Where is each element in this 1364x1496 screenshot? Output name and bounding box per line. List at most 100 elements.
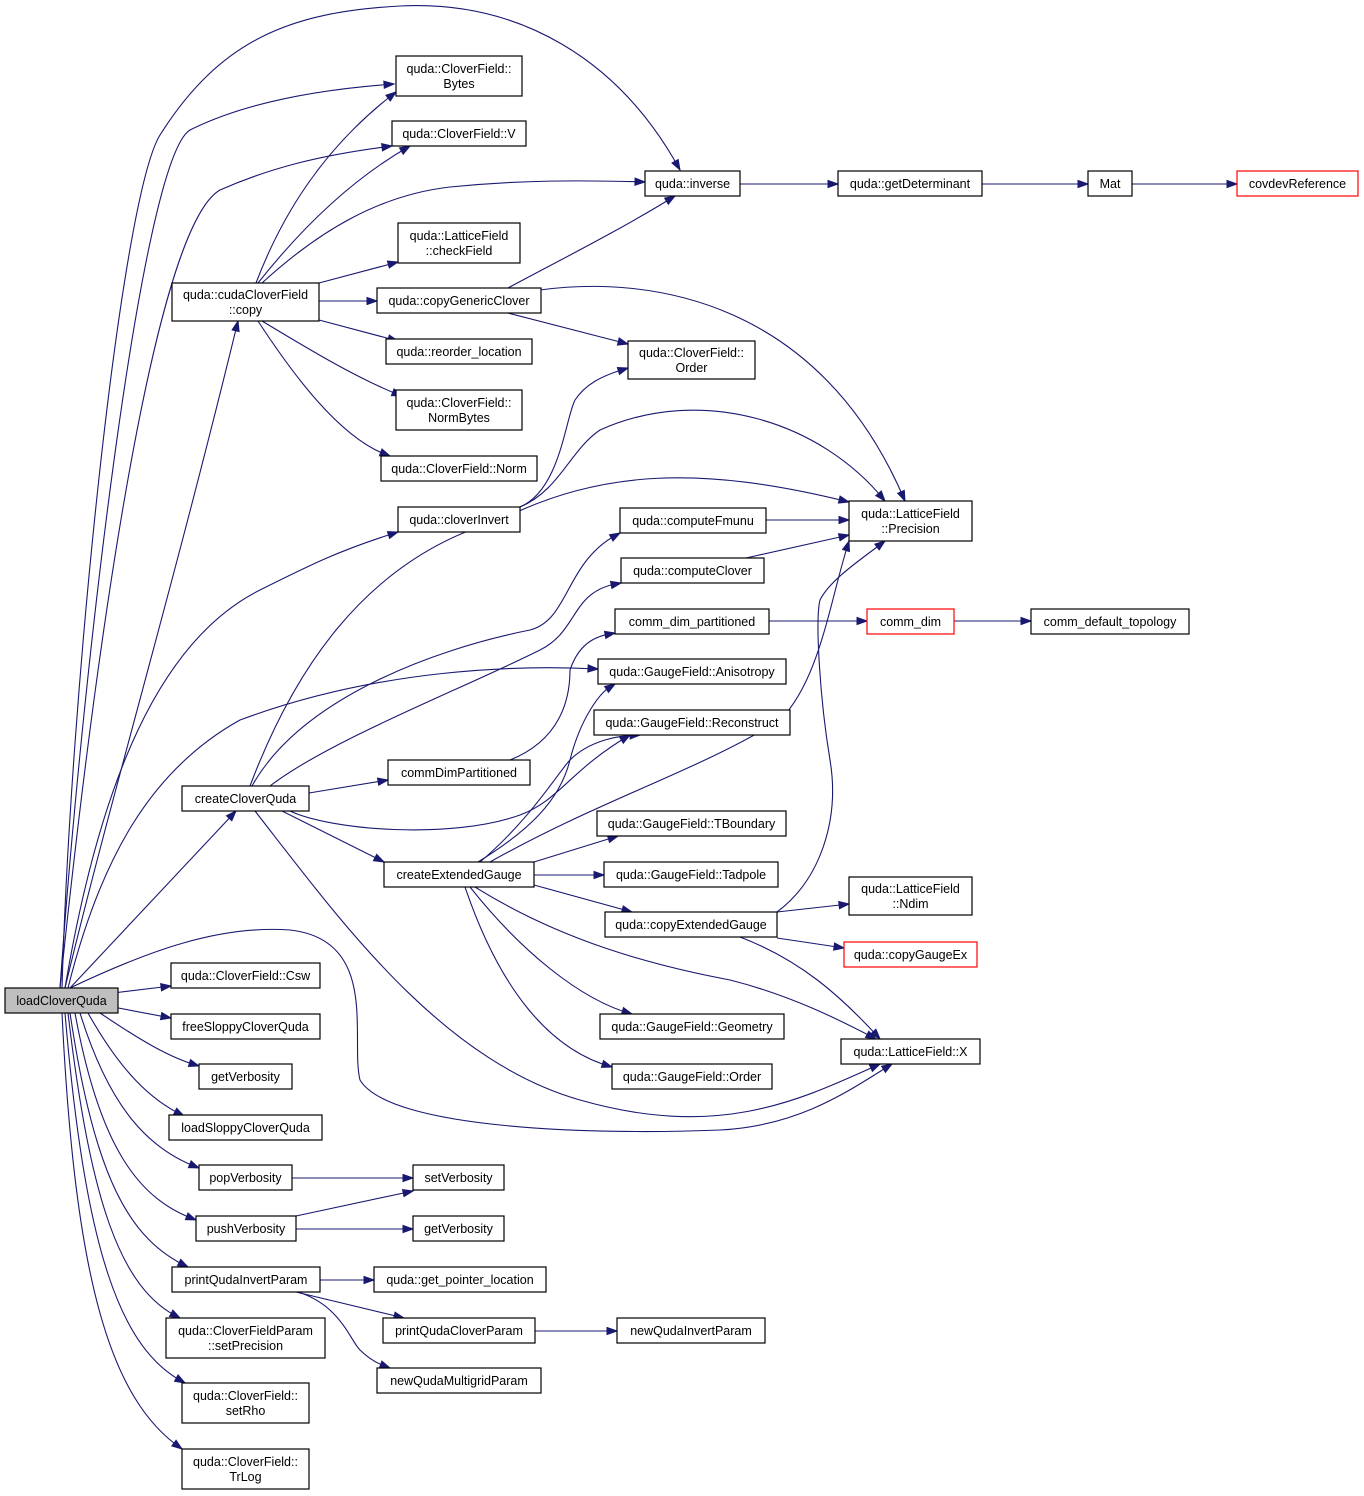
node-inverse[interactable]: quda::inverse (644, 170, 741, 197)
node-newMultigrid[interactable]: newQudaMultigridParam (376, 1367, 542, 1394)
node-cloverInvert[interactable]: quda::cloverInvert (397, 506, 521, 533)
arrowhead-icon (159, 1011, 173, 1021)
node-box (397, 222, 521, 264)
node-box (195, 1215, 297, 1242)
arrowhead-icon (402, 1224, 415, 1234)
node-copyGenericClover[interactable]: quda::copyGenericClover (376, 287, 542, 314)
edge-createExtendedGauge-to-reconstruct (479, 731, 642, 863)
node-printInvert[interactable]: printQudaInvertParam (171, 1266, 321, 1293)
node-label: quda::CloverField:: (407, 396, 512, 410)
node-commDefaultTopology[interactable]: comm_default_topology (1030, 608, 1190, 635)
node-label: covdevReference (1249, 177, 1346, 191)
node-loadCloverQuda: loadCloverQuda (4, 987, 119, 1014)
node-precision[interactable]: quda::LatticeField::Precision (848, 500, 973, 542)
node-copyExtendedGauge[interactable]: quda::copyExtendedGauge (604, 911, 778, 938)
node-createExtendedGauge[interactable]: createExtendedGauge (383, 861, 535, 888)
edge-line (61, 1012, 183, 1450)
edge-line (79, 1012, 200, 1169)
edge-line (739, 936, 881, 1040)
arrowhead-icon (869, 1028, 881, 1041)
node-ndim[interactable]: quda::LatticeField::Ndim (848, 876, 973, 916)
node-trLog[interactable]: quda::CloverField::TrLog (181, 1448, 310, 1490)
node-freeSloppy[interactable]: freeSloppyCloverQuda (170, 1013, 321, 1040)
edge-line (479, 734, 641, 863)
arrowhead-icon (608, 532, 622, 542)
arrowhead-icon (837, 495, 851, 504)
node-geometry[interactable]: quda::GaugeField::Geometry (599, 1013, 785, 1040)
node-mat[interactable]: Mat (1087, 170, 1133, 197)
edge-line (776, 540, 886, 913)
edge-cudaCopy-to-v (257, 145, 412, 284)
arrowhead-icon (609, 580, 623, 590)
arrowhead-icon (398, 145, 412, 156)
node-setPrecision[interactable]: quda::CloverFieldParam::setPrecision (165, 1317, 326, 1359)
node-label: getVerbosity (424, 1222, 494, 1236)
node-newInvert[interactable]: newQudaInvertParam (616, 1317, 766, 1344)
edge-loadCloverQuda-to-setRho (64, 1012, 187, 1384)
edge-createExtendedGauge-to-anisotropy (477, 683, 617, 863)
arrowhead-icon (868, 1063, 882, 1073)
node-label: quda::CloverField:: (193, 1455, 298, 1469)
edge-createExtendedGauge-to-tadpole (534, 870, 606, 880)
node-box (604, 911, 778, 938)
node-label: createCloverQuda (195, 792, 296, 806)
node-getVerbosity2[interactable]: getVerbosity (412, 1215, 505, 1242)
node-reconstruct[interactable]: quda::GaugeField::Reconstruct (593, 709, 791, 736)
node-cloverOrder[interactable]: quda::CloverField::Order (627, 340, 756, 380)
node-printClover[interactable]: printQudaCloverParam (382, 1317, 536, 1344)
node-setRho[interactable]: quda::CloverField::setRho (181, 1382, 310, 1424)
node-getPointerLocation[interactable]: quda::get_pointer_location (373, 1266, 547, 1293)
node-copyGaugeEx[interactable]: quda::copyGaugeEx (843, 941, 978, 968)
node-norm[interactable]: quda::CloverField::Norm (380, 455, 538, 482)
node-label: ::checkField (426, 244, 493, 258)
node-tadpole[interactable]: quda::GaugeField::Tadpole (603, 861, 779, 888)
node-getDeterminant[interactable]: quda::getDeterminant (837, 170, 983, 197)
edge-commDimPartitioned-to-commDimPartitionedLower (509, 630, 617, 761)
node-label: quda::computeFmunu (632, 514, 754, 528)
edge-createExtendedGauge-to-geometry (469, 886, 634, 1016)
node-normBytes[interactable]: quda::CloverField::NormBytes (395, 389, 523, 431)
edge-line (255, 91, 397, 284)
node-box (171, 282, 320, 322)
node-box (170, 962, 321, 989)
node-box (198, 1164, 293, 1191)
node-loadSloppy[interactable]: loadSloppyCloverQuda (168, 1114, 323, 1141)
node-pushVerbosity[interactable]: pushVerbosity (195, 1215, 297, 1242)
node-commDim[interactable]: comm_dim (866, 608, 955, 635)
node-label: newQudaMultigridParam (390, 1374, 528, 1388)
node-label: quda::computeClover (633, 564, 752, 578)
node-box (391, 120, 527, 147)
node-checkField[interactable]: quda::LatticeField::checkField (397, 222, 521, 264)
node-label: quda::LatticeField (410, 229, 509, 243)
node-covdevReference[interactable]: covdevReference (1236, 170, 1359, 197)
edge-line (519, 409, 886, 508)
edge-line (254, 810, 881, 1118)
node-bytes[interactable]: quda::CloverField::Bytes (395, 55, 523, 97)
arrowhead-icon (833, 942, 846, 951)
node-gaugeOrder[interactable]: quda::GaugeField::Order (611, 1063, 773, 1090)
edge-cloverInvert-to-precision (519, 409, 886, 508)
node-computeClover[interactable]: quda::computeClover (620, 557, 765, 584)
node-tBoundary[interactable]: quda::GaugeField::TBoundary (596, 810, 787, 837)
node-commDimPartitioned[interactable]: commDimPartitioned (387, 759, 531, 786)
edge-copyExtendedGauge-to-copyGaugeEx (776, 937, 846, 951)
node-latticeX[interactable]: quda::LatticeField::X (840, 1038, 981, 1065)
node-box (373, 1266, 547, 1293)
edge-line (509, 632, 616, 761)
edge-computeClover-to-precision (745, 533, 851, 559)
edge-line (318, 319, 399, 342)
node-box (165, 1317, 326, 1359)
node-commDimPartitionedLower[interactable]: comm_dim_partitioned (614, 608, 770, 635)
arrowhead-icon (603, 683, 617, 694)
node-csw[interactable]: quda::CloverField::Csw (170, 962, 321, 989)
node-v[interactable]: quda::CloverField::V (391, 120, 527, 147)
node-cudaCopy[interactable]: quda::cudaCloverField::copy (171, 282, 320, 322)
node-popVerbosity[interactable]: popVerbosity (198, 1164, 293, 1191)
node-computeFmunu[interactable]: quda::computeFmunu (619, 507, 767, 534)
node-anisotropy[interactable]: quda::GaugeField::Anisotropy (597, 658, 787, 685)
node-reorderLocation[interactable]: quda::reorder_location (385, 338, 533, 365)
node-setVerbosity[interactable]: setVerbosity (412, 1164, 505, 1191)
node-label: quda::get_pointer_location (386, 1273, 533, 1287)
node-createCloverQuda[interactable]: createCloverQuda (181, 785, 310, 812)
node-getVerbosity1[interactable]: getVerbosity (198, 1063, 293, 1090)
